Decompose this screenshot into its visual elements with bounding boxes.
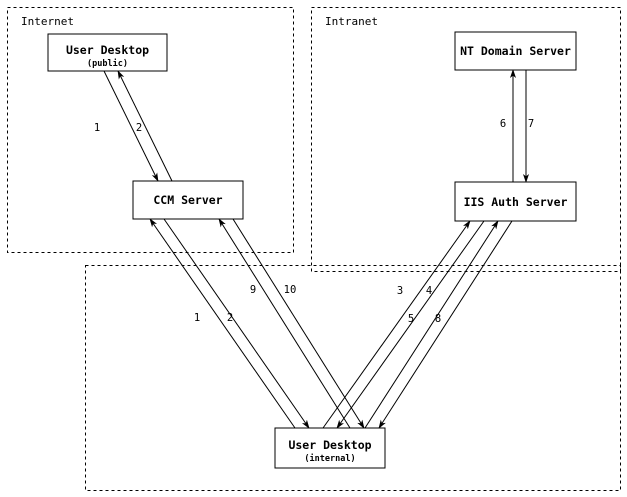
zone-label-internet: Internet [21,15,74,28]
node-rect-iis-auth-server[interactable] [454,181,577,222]
node-sublabel-user-desktop-internal: (internal) [304,453,355,464]
node-nt-domain-server[interactable]: NT Domain Server [454,31,577,71]
node-rect-ccm-server[interactable] [132,180,244,220]
step-label-4: 4 [426,285,432,297]
node-ccm-server[interactable]: CCM Server [132,180,244,220]
node-label-user-desktop-internal: User Desktop [288,438,371,452]
step-label-2-public: 2 [136,122,142,134]
node-label-user-desktop-public: User Desktop [66,43,149,57]
flow-line-10 [232,218,365,429]
step-label-9: 9 [250,284,256,296]
flow-group-internal-iis-34 [322,220,485,429]
flow-line-5 [364,220,499,429]
node-user-desktop-public[interactable]: User Desktop (public) [47,33,168,72]
step-label-1-public: 1 [94,122,100,134]
node-rect-nt-domain-server[interactable] [454,31,577,71]
flow-line-8 [378,220,513,429]
step-label-10: 10 [284,284,297,296]
zone-boundaries [7,7,621,491]
step-label-3: 3 [397,285,403,297]
node-user-desktop-internal[interactable]: User Desktop (internal) [274,427,386,469]
flow-line-2-public [117,70,173,182]
flow-line-9 [218,218,351,429]
step-label-8: 8 [435,313,441,325]
flow-line-1-public [103,70,159,182]
node-sublabel-user-desktop-public: (public) [87,58,128,69]
zone-internet-rect [7,7,294,253]
step-label-6: 6 [500,118,506,130]
flow-line-2-internal [163,218,310,429]
step-label-5: 5 [408,313,414,325]
step-labels: 1 2 6 7 9 10 1 2 3 4 5 8 [94,118,534,325]
node-label-ccm-server: CCM Server [153,193,222,207]
step-label-1-internal: 1 [194,312,200,324]
step-label-7: 7 [528,118,534,130]
node-rect-user-desktop-public[interactable] [47,33,168,72]
zone-label-intranet: Intranet [325,15,378,28]
flow-group-internal-iis-58 [364,220,513,429]
flow-group-iis-nt [510,69,529,183]
node-iis-auth-server[interactable]: IIS Auth Server [454,181,577,222]
flow-group-internal-ccm-910 [218,218,365,429]
step-label-2-internal: 2 [227,312,233,324]
flow-line-3 [322,220,471,429]
zone-internal-rect [85,265,621,491]
flow-line-1-internal [149,218,296,429]
flow-group-public-ccm [103,70,173,182]
node-label-nt-domain-server: NT Domain Server [460,44,571,58]
flow-line-4 [336,220,485,429]
node-rect-user-desktop-internal[interactable] [274,427,386,469]
node-label-iis-auth-server: IIS Auth Server [464,195,568,209]
flow-group-internal-ccm-12 [149,218,310,429]
